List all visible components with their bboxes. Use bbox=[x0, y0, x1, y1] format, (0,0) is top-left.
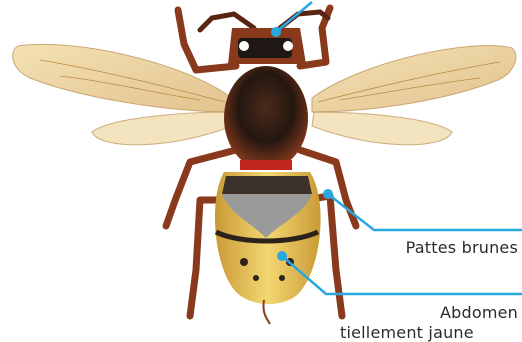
left-wings bbox=[13, 44, 232, 144]
legs-label: Pattes brunes bbox=[406, 238, 518, 257]
abdomen-label: Abdomen bbox=[440, 303, 518, 322]
left-eye bbox=[239, 41, 249, 51]
right-wings bbox=[312, 46, 516, 145]
abdomen-label-continued: tiellement jaune bbox=[340, 323, 474, 342]
abdomen bbox=[215, 172, 321, 324]
thorax bbox=[224, 66, 308, 170]
antennae bbox=[200, 12, 328, 30]
leader-line-head bbox=[276, 2, 312, 32]
leader-dot-legs bbox=[323, 189, 333, 199]
leader-dot-abdomen bbox=[277, 251, 287, 261]
right-eye bbox=[283, 41, 293, 51]
petiole-band bbox=[240, 160, 292, 170]
leader-dot-head bbox=[271, 27, 281, 37]
head bbox=[228, 28, 306, 64]
leader-line-abdomen bbox=[282, 256, 522, 294]
